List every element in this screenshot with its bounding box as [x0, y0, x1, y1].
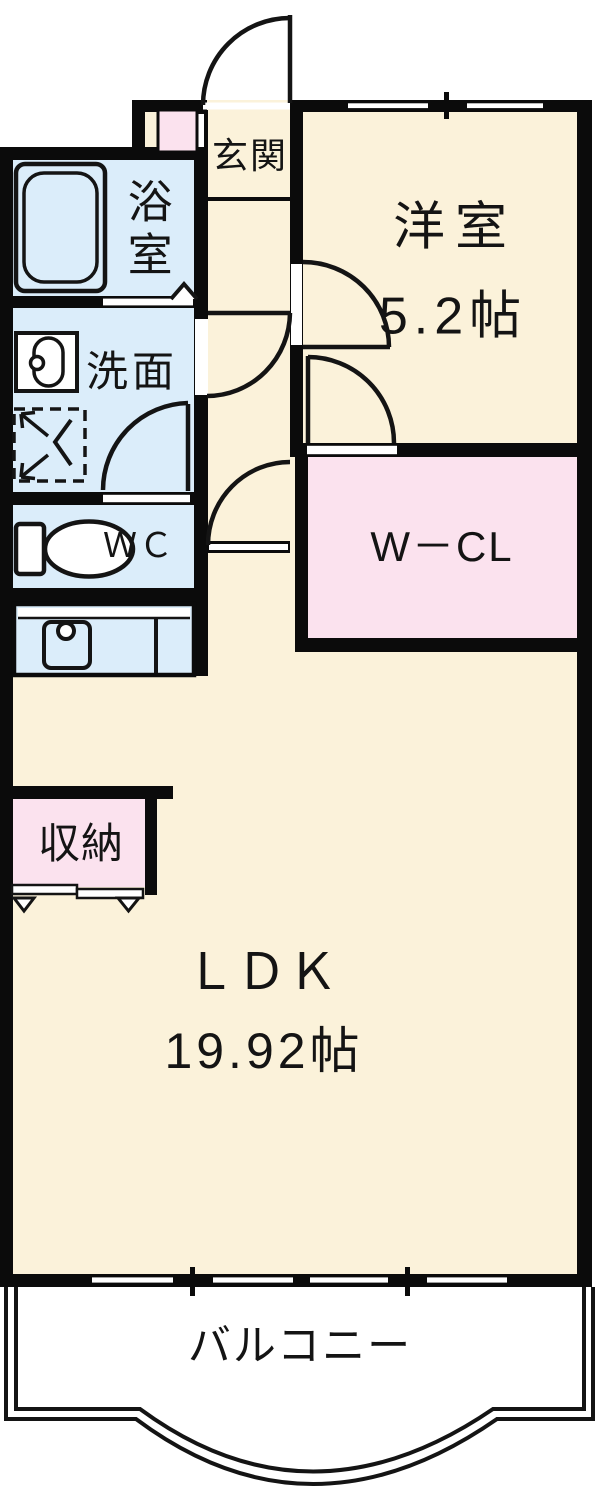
- room-label-storage: 収納: [37, 819, 125, 867]
- walls: [0, 100, 592, 1287]
- washbasin-icon: [14, 331, 79, 393]
- balcony-railing-icon: [4, 1287, 595, 1486]
- washing-machine-pan-icon: [12, 407, 87, 483]
- bathtub-icon: [13, 161, 108, 294]
- kitchen-counter-icon: [11, 601, 197, 678]
- room-label-walk-in-closet: W－CL: [370, 522, 514, 570]
- window-tick: [190, 1267, 195, 1296]
- room-label-ldk: ＬＤＫ: [185, 943, 339, 1000]
- entrance-door-swing-icon: [200, 15, 293, 106]
- door-swing-icon: [206, 310, 293, 399]
- room-label-bathroom: 浴室: [120, 178, 172, 284]
- room-label-washroom: 洗面: [85, 347, 179, 395]
- folding-door-icon: [169, 280, 199, 301]
- toilet-icon: [13, 519, 136, 579]
- genkan-step-line: [207, 197, 290, 201]
- shoe-cabinet-icon: [156, 108, 199, 154]
- room-label-balcony: バルコニー: [187, 1322, 413, 1371]
- room-label-western-room: 洋室: [392, 198, 518, 257]
- room-size-ldk: 19.92帖: [164, 1022, 364, 1079]
- door-swing-icon: [100, 400, 191, 491]
- door-swing-icon: [302, 259, 392, 350]
- wall-openings: [103, 102, 397, 550]
- door-swings: [100, 15, 397, 546]
- room-size-western-room: 5.2帖: [378, 287, 528, 346]
- storage-floor: [13, 799, 145, 887]
- exterior-notch: [0, 0, 145, 147]
- sliding-closet-door-icon: [10, 883, 145, 914]
- room-label-wc: ＷＣ: [103, 527, 175, 566]
- sliding-window-icon: [92, 92, 543, 1296]
- room-label-genkan: 玄関: [211, 135, 289, 177]
- window-tick: [405, 1267, 410, 1296]
- door-swing-icon: [305, 354, 397, 444]
- window-tick: [444, 92, 449, 119]
- walk-in-closet-floor: [308, 457, 577, 638]
- door-swing-icon: [205, 459, 291, 546]
